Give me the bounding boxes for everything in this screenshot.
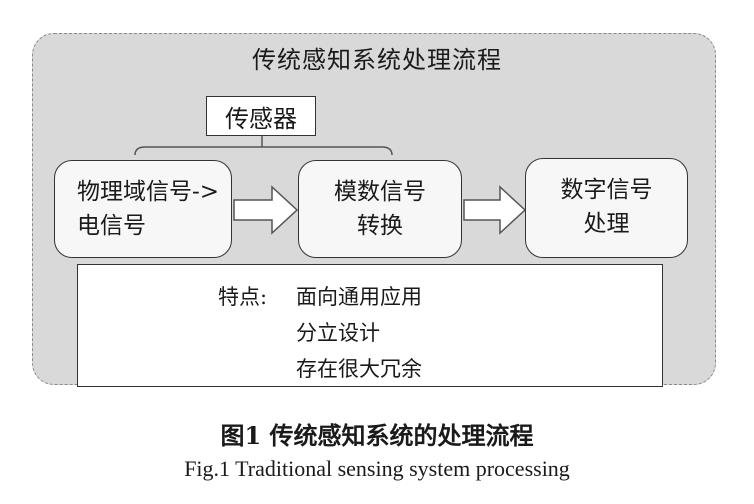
figure-caption-en: Fig.1 Traditional sensing system process… (184, 456, 570, 481)
panel-title: 传统感知系统处理流程 (252, 46, 502, 74)
sensor-box: 传感器 (206, 96, 316, 136)
figure-caption-cn: 图1 传统感知系统的处理流程 (220, 421, 534, 450)
feature-item: 分立设计 (296, 321, 380, 345)
stage-1-line1: 物理域信号-> (77, 179, 220, 205)
feature-item: 面向通用应用 (296, 285, 422, 309)
stage-1-line2: 电信号 (77, 213, 146, 239)
features-box: 特点: 面向通用应用 分立设计 存在很大冗余 (77, 264, 663, 387)
features-label: 特点: (218, 285, 268, 309)
stage-ad-conversion: 模数信号 转换 (298, 160, 462, 258)
stage-3-line2: 处理 (583, 211, 630, 237)
feature-item: 存在很大冗余 (296, 357, 422, 381)
stage-3-line1: 数字信号 (560, 177, 653, 203)
sensor-bracket (134, 146, 393, 156)
stage-2-line2: 转换 (357, 213, 403, 239)
stage-digital-processing: 数字信号 处理 (525, 158, 688, 258)
sensor-label: 传感器 (225, 104, 297, 133)
stage-physical-to-electric: 物理域信号-> 电信号 (54, 160, 232, 258)
arrow-1-icon (233, 185, 299, 235)
arrow-2-icon (463, 185, 527, 235)
stage-2-line1: 模数信号 (334, 179, 426, 205)
